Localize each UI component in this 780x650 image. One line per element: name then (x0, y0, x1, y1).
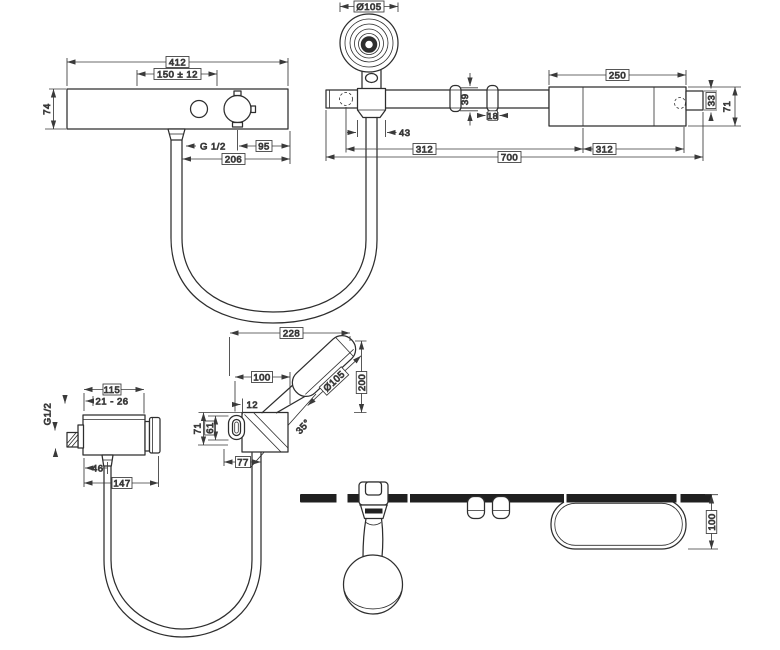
dim-label-18: 18 (487, 111, 498, 121)
side-hose-drawing (103, 452, 262, 638)
dim-label-228: 228 (283, 328, 300, 339)
hose-outlet-nut (167, 128, 186, 141)
dim-label-21-26: 21 - 26 (96, 396, 129, 407)
bar-holder-clamp (356, 87, 387, 119)
dim-label-71-bar: 71 (722, 101, 733, 113)
dim-label-100: 100 (253, 372, 270, 383)
dim-holder-base-depth: 77 (223, 449, 261, 469)
shower-hose-drawing (170, 139, 378, 324)
dim-label-700: 700 (501, 152, 518, 163)
dim-holder-offset: 12 (232, 398, 259, 415)
view-thermostat-side: 115 21 - 26 G1/2 46 147 (42, 383, 262, 638)
dim-side-total-depth: 147 (83, 456, 159, 490)
holder-top-view (358, 481, 389, 520)
dim-front-knob-offset: 95 (237, 130, 291, 164)
view-hand-shower-holder: 228 100 12 Ø105 200 71 (192, 327, 368, 469)
dim-holder-height: 200 (354, 340, 368, 413)
hand-shower-head-spiral (339, 13, 399, 73)
slider-clips-top-view (466, 495, 511, 520)
view-thermostat-front: 412 150 ± 12 74 G 1/2 95 206 (41, 56, 378, 324)
dim-label-100-shelf: 100 (707, 513, 718, 530)
dim-label-g12-front: G 1/2 (200, 141, 226, 152)
view-shelf-top: 100 (300, 481, 718, 615)
temperature-knob-tabs (231, 90, 257, 128)
dim-label-74: 74 (42, 103, 53, 115)
dim-label-95: 95 (258, 141, 270, 152)
dim-label-115: 115 (104, 385, 121, 396)
dim-front-height: 74 (41, 88, 66, 130)
dim-label-35deg: 35° (294, 417, 313, 436)
shutoff-knob (189, 99, 209, 119)
dim-side-wall-distance: 21 - 26 (85, 396, 129, 408)
dim-label-head-d105: Ø105 (356, 2, 381, 13)
dim-label-150: 150 ± 12 (157, 69, 198, 80)
dim-label-g12-side: G1/2 (42, 403, 53, 426)
inlet-thread (66, 431, 79, 448)
hand-shower-on-bar (339, 13, 399, 149)
handle-button (364, 72, 379, 84)
dim-holder-angle: 35° (294, 417, 314, 437)
bar-end-cap (685, 90, 704, 111)
hand-shower-top-view (342, 517, 404, 615)
hand-shower-handle-side (261, 382, 308, 414)
dim-label-412: 412 (169, 57, 186, 68)
view-wall-bar: Ø105 250 39 18 43 (325, 0, 741, 164)
dim-body-height: 71 (688, 86, 741, 127)
dim-holder-view-width: 228 (229, 327, 351, 376)
side-outlet-nut (101, 454, 114, 467)
shelf-outline (550, 498, 687, 550)
wall-mount-roundel (227, 414, 246, 441)
dim-holder-outer-height: 71 (192, 412, 242, 446)
dim-cap-height: 33 (704, 80, 718, 121)
dim-slider-height: 39 (459, 73, 478, 126)
holder-body (241, 411, 289, 453)
dim-label-312-left: 312 (416, 144, 433, 155)
wall-plate-side (77, 424, 85, 449)
dim-bar-body-length: 250 (548, 69, 687, 85)
dim-shelf-depth: 100 (688, 494, 718, 550)
dim-label-147: 147 (113, 478, 130, 489)
bar-body (548, 86, 687, 127)
dim-label-77: 77 (237, 457, 249, 468)
dim-front-outlet-offset: 206 (182, 153, 290, 166)
holder-cone-lines (244, 412, 289, 453)
dim-total-length: 700 (325, 110, 704, 164)
dim-label-39: 39 (460, 94, 471, 106)
dim-label-250: 250 (609, 70, 626, 81)
dim-front-inlet-spacing: 150 ± 12 (136, 68, 218, 86)
handle-grip (365, 116, 378, 149)
dim-label-61: 61 (205, 422, 216, 434)
mount-point-left-icon (339, 92, 353, 106)
shelf-clip (607, 495, 627, 503)
dim-label-12: 12 (247, 400, 259, 411)
bar-mount-gaps (336, 494, 681, 503)
dim-slider-width: 18 (477, 110, 508, 121)
dim-right-span: 312 (583, 127, 685, 156)
dim-side-outlet-offset: 46 (85, 462, 108, 475)
dim-label-206: 206 (225, 154, 242, 165)
side-knob (144, 416, 161, 454)
thermostat-body-side (82, 414, 146, 456)
dim-label-46: 46 (92, 464, 104, 475)
dim-holder-reach: 100 (234, 371, 291, 412)
dim-front-thread: G 1/2 (186, 141, 226, 153)
dim-side-thread: G1/2 (42, 395, 68, 457)
dim-label-312-right: 312 (596, 144, 613, 155)
dim-label-43: 43 (399, 128, 411, 139)
dim-label-200: 200 (357, 374, 368, 391)
dim-front-width: 412 (66, 56, 289, 86)
dim-holder-inner-height: 61 (204, 415, 229, 441)
slider-clips (449, 84, 499, 113)
dim-bar-head-diameter: Ø105 (339, 0, 399, 13)
dim-side-depth: 115 (83, 383, 145, 414)
dim-holder-width: 43 (347, 120, 411, 139)
dim-label-71-holder: 71 (192, 423, 203, 435)
dim-label-33: 33 (706, 95, 717, 107)
